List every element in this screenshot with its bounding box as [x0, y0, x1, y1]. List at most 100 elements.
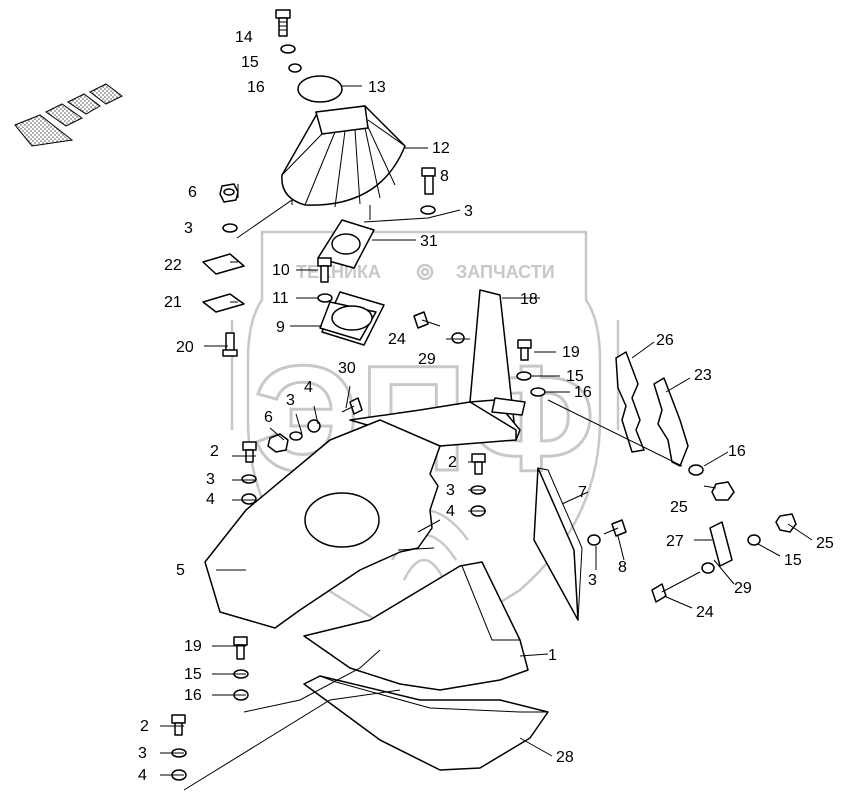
- callout-12: 12: [432, 140, 450, 157]
- bolt-part-8-upper: [421, 167, 436, 195]
- callout-16-top: 16: [247, 79, 265, 96]
- callout-3-left: 3: [206, 471, 215, 488]
- callout-3-top-right: 3: [464, 203, 473, 220]
- gasket-part-31: [317, 219, 375, 269]
- watermark-brand-right: ЗАПЧАСТИ: [456, 262, 555, 282]
- callout-3-middle: 3: [286, 392, 295, 409]
- travel-direction-arrow-icon: [14, 83, 123, 147]
- callout-labels: 14 15 16 13 12 6 8 3 3 31 22 10 21 11 18…: [138, 29, 834, 784]
- bolt-part-20: [222, 332, 238, 357]
- callout-21: 21: [164, 294, 182, 311]
- bolt-part-2-lower: [171, 714, 186, 736]
- callout-8-top: 8: [440, 168, 449, 185]
- deflector-part-18: [349, 289, 526, 447]
- callout-29-upper: 29: [418, 351, 436, 368]
- callout-4-center: 4: [446, 503, 455, 520]
- callout-31: 31: [420, 233, 438, 250]
- plate-part-5: [204, 419, 441, 629]
- callout-11: 11: [272, 290, 289, 307]
- callout-19-lower: 19: [184, 638, 202, 655]
- callout-24-upper: 24: [388, 331, 406, 348]
- washer-part-16-upper: [530, 387, 546, 397]
- washer-part-4-left: [241, 493, 257, 505]
- washer-part-15-right: [747, 534, 761, 546]
- nut-part-6: [219, 183, 239, 203]
- washer-part-16: [288, 63, 302, 73]
- callout-6-middle: 6: [264, 409, 273, 426]
- watermark-brand-left: ТЕХНИКА: [296, 262, 381, 282]
- bracket-part-23: [653, 377, 689, 467]
- callout-5: 5: [176, 562, 185, 579]
- washer-part-3-right: [587, 534, 601, 546]
- callout-3-center: 3: [446, 482, 455, 499]
- washer-part-11: [317, 293, 333, 303]
- callout-15-lower: 15: [184, 666, 202, 683]
- callout-10: 10: [272, 262, 290, 279]
- bracket-part-27: [709, 521, 733, 567]
- callout-3-top-left: 3: [184, 220, 193, 237]
- watermark-gear-icon: [416, 263, 434, 281]
- callout-30: 30: [338, 360, 356, 377]
- washer-part-3-middle: [289, 431, 303, 441]
- washer-part-3-upper-right: [420, 205, 436, 215]
- spout-part-9: [319, 291, 385, 346]
- guard-part-7: [533, 467, 583, 621]
- callout-8-lower: 8: [618, 559, 627, 576]
- washer-part-3-upper-left: [222, 223, 238, 233]
- bolt-part-30: [341, 397, 363, 415]
- washer-part-29-upper: [451, 332, 465, 344]
- nut-part-25-lower: [711, 481, 735, 501]
- plate-part-22: [202, 253, 245, 275]
- callout-14: 14: [235, 29, 253, 46]
- cap-part-13: [297, 75, 343, 103]
- callout-2-lower: 2: [140, 718, 149, 735]
- bolt-part-14: [275, 9, 291, 37]
- plate-part-21: [202, 293, 245, 313]
- bracket-part-26: [615, 351, 645, 453]
- callout-3-right: 3: [588, 572, 597, 589]
- bolt-part-24-lower: [651, 571, 701, 603]
- callout-16-upper: 16: [574, 384, 592, 401]
- leader-lines: [160, 85, 813, 791]
- callout-16-lower: 16: [184, 687, 202, 704]
- callout-23: 23: [694, 367, 712, 384]
- bolt-part-19-lower: [233, 636, 248, 660]
- callout-3-lower: 3: [138, 745, 147, 762]
- callout-18: 18: [520, 291, 538, 308]
- callout-27: 27: [666, 533, 684, 550]
- bolt-part-8-lower: [603, 519, 627, 537]
- callout-25-lower: 25: [670, 499, 688, 516]
- callout-2-left: 2: [210, 443, 219, 460]
- cone-hopper-part-12: [281, 105, 406, 208]
- bolt-part-10: [317, 257, 332, 283]
- callout-20: 20: [176, 339, 194, 356]
- nut-part-25-right: [775, 513, 797, 533]
- skid-plate-part-28: [303, 675, 549, 771]
- callout-16-right: 16: [728, 443, 746, 460]
- callout-15-upper: 15: [566, 368, 584, 385]
- callout-4-middle: 4: [304, 379, 313, 396]
- callout-28: 28: [556, 749, 574, 766]
- washer-part-16-right: [688, 464, 704, 476]
- washer-part-4-middle: [307, 419, 321, 433]
- callout-15-top: 15: [241, 54, 259, 71]
- callout-26: 26: [656, 332, 674, 349]
- washer-part-15-upper: [516, 371, 532, 381]
- callout-7: 7: [578, 484, 587, 501]
- washer-part-15: [280, 44, 296, 54]
- deflector-part-1: [303, 561, 529, 691]
- callout-2-center: 2: [448, 454, 457, 471]
- callout-1: 1: [548, 647, 557, 664]
- callout-24-lower: 24: [696, 604, 714, 621]
- callout-13: 13: [368, 79, 386, 96]
- callout-29-lower: 29: [734, 580, 752, 597]
- washer-part-29-lower: [701, 562, 715, 574]
- callout-4-left: 4: [206, 491, 215, 508]
- callout-15-right: 15: [784, 552, 802, 569]
- bolt-part-19-upper: [517, 339, 532, 361]
- bolt-part-24-upper: [413, 311, 441, 329]
- callout-19-upper: 19: [562, 344, 580, 361]
- callout-25-right: 25: [816, 535, 834, 552]
- washer-part-3-left: [241, 474, 257, 484]
